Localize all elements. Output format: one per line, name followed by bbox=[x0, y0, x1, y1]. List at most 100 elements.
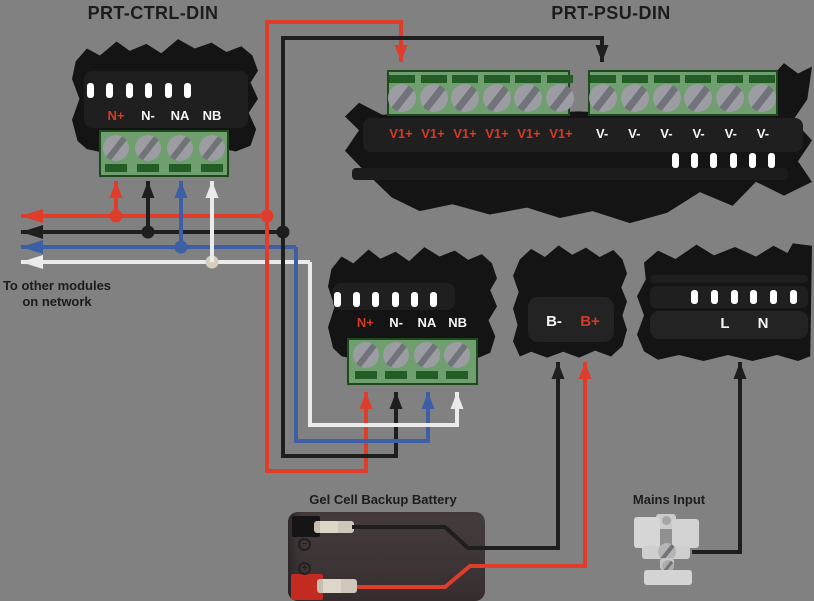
terminal-label-v1-plus: V1+ bbox=[517, 126, 541, 141]
led-indicator bbox=[183, 83, 191, 98]
arrowhead-icon bbox=[595, 45, 609, 62]
wire-slot bbox=[621, 75, 648, 83]
psu-vminus-labels: V- V- V- V- V- V- bbox=[586, 126, 779, 141]
terminal-label-v-minus: V- bbox=[724, 126, 737, 141]
clamp-screw-icon bbox=[662, 516, 671, 525]
arrowhead-icon bbox=[21, 209, 43, 223]
ctrl-module-panel bbox=[84, 71, 248, 128]
wire-slot bbox=[169, 164, 191, 172]
network-terminal-labels: N+ N- NA NB bbox=[350, 315, 473, 330]
terminal-label-v1-plus: V1+ bbox=[485, 126, 509, 141]
terminal-label-neutral: N bbox=[757, 315, 769, 332]
mains-terminal-labels: L N bbox=[706, 315, 782, 332]
arrowhead-icon bbox=[733, 362, 747, 379]
ctrl-wire-slots bbox=[105, 164, 223, 172]
terminal-label-n-plus: N+ bbox=[107, 108, 125, 123]
arrowhead-icon bbox=[205, 181, 219, 198]
psu-vminus-wire-slots bbox=[590, 75, 775, 83]
led-indicator bbox=[691, 153, 699, 168]
terminal-label-n-minus: N- bbox=[141, 108, 155, 123]
led-indicator bbox=[106, 83, 114, 98]
terminal-label-v1-plus: V1+ bbox=[421, 126, 445, 141]
screw-icon bbox=[135, 135, 161, 161]
screw-icon bbox=[747, 84, 776, 112]
clamp-screw-icon bbox=[662, 560, 674, 572]
screw-icon bbox=[167, 135, 193, 161]
plus-symbol-icon: + bbox=[298, 562, 311, 575]
wire-slot bbox=[389, 75, 415, 83]
network-caption-line1: To other modules bbox=[2, 278, 112, 293]
led-indicator bbox=[789, 290, 797, 304]
terminal-label-n-minus: N- bbox=[389, 315, 403, 330]
psu-lower-panel bbox=[352, 168, 788, 180]
terminal-label-b-minus: B- bbox=[546, 313, 562, 330]
led-indicator bbox=[391, 292, 399, 307]
ctrl-led-row bbox=[87, 83, 191, 98]
terminal-label-n-plus: N+ bbox=[356, 315, 374, 330]
led-indicator bbox=[729, 153, 737, 168]
terminal-label-nb: NB bbox=[448, 315, 468, 330]
wire-slot bbox=[515, 75, 542, 83]
wire-slot bbox=[445, 371, 468, 379]
led-indicator bbox=[750, 290, 758, 304]
clamp-left-block bbox=[634, 517, 660, 548]
psu-led-row bbox=[672, 153, 775, 168]
led-indicator bbox=[334, 292, 341, 307]
led-indicator bbox=[672, 153, 679, 168]
led-indicator bbox=[145, 83, 153, 98]
screw-icon bbox=[716, 84, 745, 112]
screw-icon bbox=[589, 84, 617, 112]
junction-dot bbox=[205, 255, 219, 269]
terminal-label-v-minus: V- bbox=[660, 126, 673, 141]
terminal-label-na: NA bbox=[417, 315, 437, 330]
wire-slot bbox=[717, 75, 744, 83]
screw-icon bbox=[514, 84, 543, 112]
arrowhead-icon bbox=[141, 181, 155, 198]
wire-ctrl-n-plus bbox=[109, 181, 123, 216]
battery-negative-terminal bbox=[292, 516, 320, 537]
wire-slot bbox=[137, 164, 159, 172]
wire-slot bbox=[420, 75, 447, 83]
wire-network-bus-blue bbox=[21, 240, 296, 254]
psu-vminus-screws bbox=[589, 84, 776, 112]
screw-icon bbox=[419, 84, 448, 112]
terminal-label-na: NA bbox=[170, 108, 190, 123]
battery-terminal-labels: B- B+ bbox=[536, 313, 608, 330]
battery-caption: Gel Cell Backup Battery bbox=[309, 492, 457, 507]
screw-icon bbox=[684, 84, 713, 112]
arrowhead-icon bbox=[174, 181, 188, 198]
clamp-right-block bbox=[672, 519, 699, 548]
arrowhead-icon bbox=[21, 225, 43, 239]
screw-icon bbox=[443, 342, 470, 368]
terminal-label-nb: NB bbox=[202, 108, 222, 123]
wire-slot bbox=[483, 75, 510, 83]
network-terminal-screws bbox=[353, 342, 470, 368]
psu-vplus-wire-slots bbox=[389, 75, 573, 83]
arrowhead-icon bbox=[578, 362, 592, 379]
terminal-label-v1-plus: V1+ bbox=[453, 126, 477, 141]
wire-slot bbox=[385, 371, 408, 379]
wire-slot bbox=[105, 164, 127, 172]
junction-dot bbox=[174, 240, 188, 254]
junction-dot bbox=[109, 209, 123, 223]
arrowhead-icon bbox=[21, 255, 43, 269]
led-indicator bbox=[410, 292, 418, 307]
led-indicator bbox=[353, 292, 361, 307]
wire-slot bbox=[748, 75, 775, 83]
wire-ctrl-n-minus bbox=[141, 181, 155, 232]
led-indicator bbox=[710, 153, 718, 168]
arrowhead-icon bbox=[450, 392, 464, 409]
clamp-base-bar bbox=[644, 570, 692, 585]
wire-ctrl-na bbox=[174, 181, 188, 247]
led-indicator bbox=[429, 292, 437, 307]
led-indicator bbox=[710, 290, 718, 304]
wire-slot bbox=[201, 164, 223, 172]
led-indicator bbox=[770, 290, 778, 304]
led-indicator bbox=[125, 83, 133, 98]
screw-icon bbox=[652, 84, 681, 112]
screw-icon bbox=[413, 342, 440, 368]
wire-mains-feed bbox=[692, 362, 747, 554]
led-indicator bbox=[372, 292, 380, 307]
mains-caption: Mains Input bbox=[632, 492, 706, 507]
